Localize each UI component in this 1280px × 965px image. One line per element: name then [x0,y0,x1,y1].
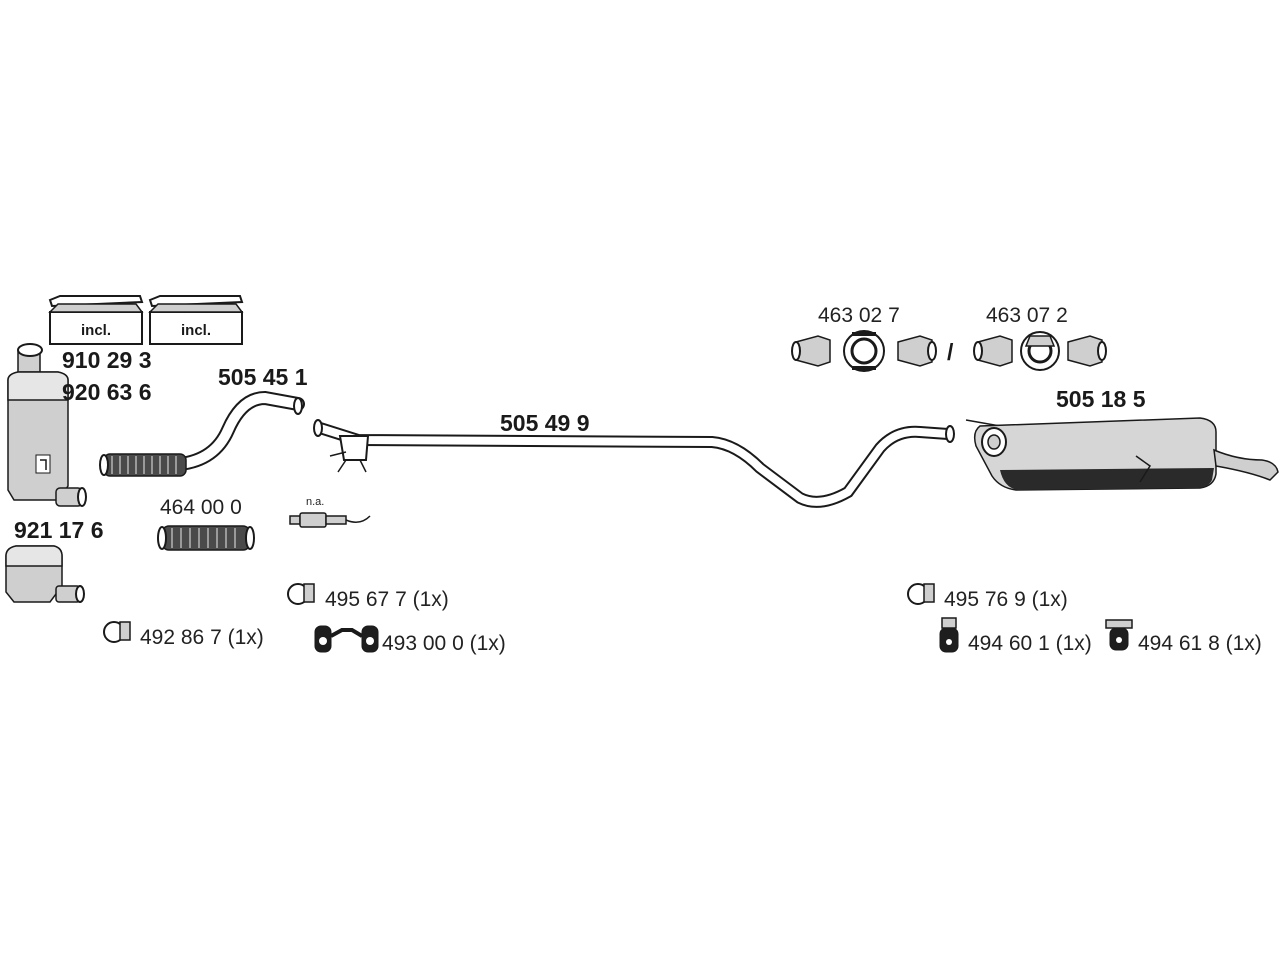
catalyst-icon [7,343,87,507]
part-number-clamp-rear: 495 76 9 (1x) [944,588,1068,611]
silencer-icon [965,417,1279,491]
part-number-mid-pipe: 505 49 9 [500,410,590,436]
clamp-icon [103,621,131,643]
rubber-mount-icon [314,625,379,653]
kit-label-1: incl. [81,322,111,339]
dpf-icon [5,545,85,603]
part-number-clamp-mid: 495 67 7 (1x) [325,588,449,611]
rubber-mount-icon [939,617,959,653]
kit-label-2: incl. [181,322,211,339]
pipe-icon [313,419,955,508]
part-number-flex-pipe: 464 00 0 [160,496,242,519]
part-number-clamp-front: 492 86 7 (1x) [140,626,264,649]
part-number-mount-front: 493 00 0 (1x) [382,632,506,655]
part-number-rear-silencer: 505 18 5 [1056,386,1146,412]
pipe-icon [173,390,305,471]
part-number-mount-rear-b: 494 61 8 (1x) [1138,632,1262,655]
pipe-connector-icon [791,330,937,372]
flex-pipe-icon [99,453,187,477]
pipe-connector-icon [973,331,1107,371]
kit-box-icon: incl. [48,295,144,345]
part-number-catalyst-b: 920 63 6 [62,379,152,405]
part-number-connector-a: 463 02 7 [818,304,900,327]
part-number-catalyst-a: 910 29 3 [62,347,152,373]
part-number-dpf: 921 17 6 [14,517,104,543]
connector-separator: / [947,339,954,365]
kit-box-icon: incl. [148,295,244,345]
clamp-icon [907,583,935,605]
part-number-front-pipe: 505 45 1 [218,364,308,390]
flex-pipe-icon [157,525,255,551]
part-number-mount-rear-a: 494 60 1 (1x) [968,632,1092,655]
part-number-connector-b: 463 07 2 [986,304,1068,327]
clamp-icon [287,583,315,605]
sensor-note: n.a. [306,496,324,508]
rubber-mount-icon [1105,619,1133,651]
lambda-sensor-icon [289,512,371,528]
